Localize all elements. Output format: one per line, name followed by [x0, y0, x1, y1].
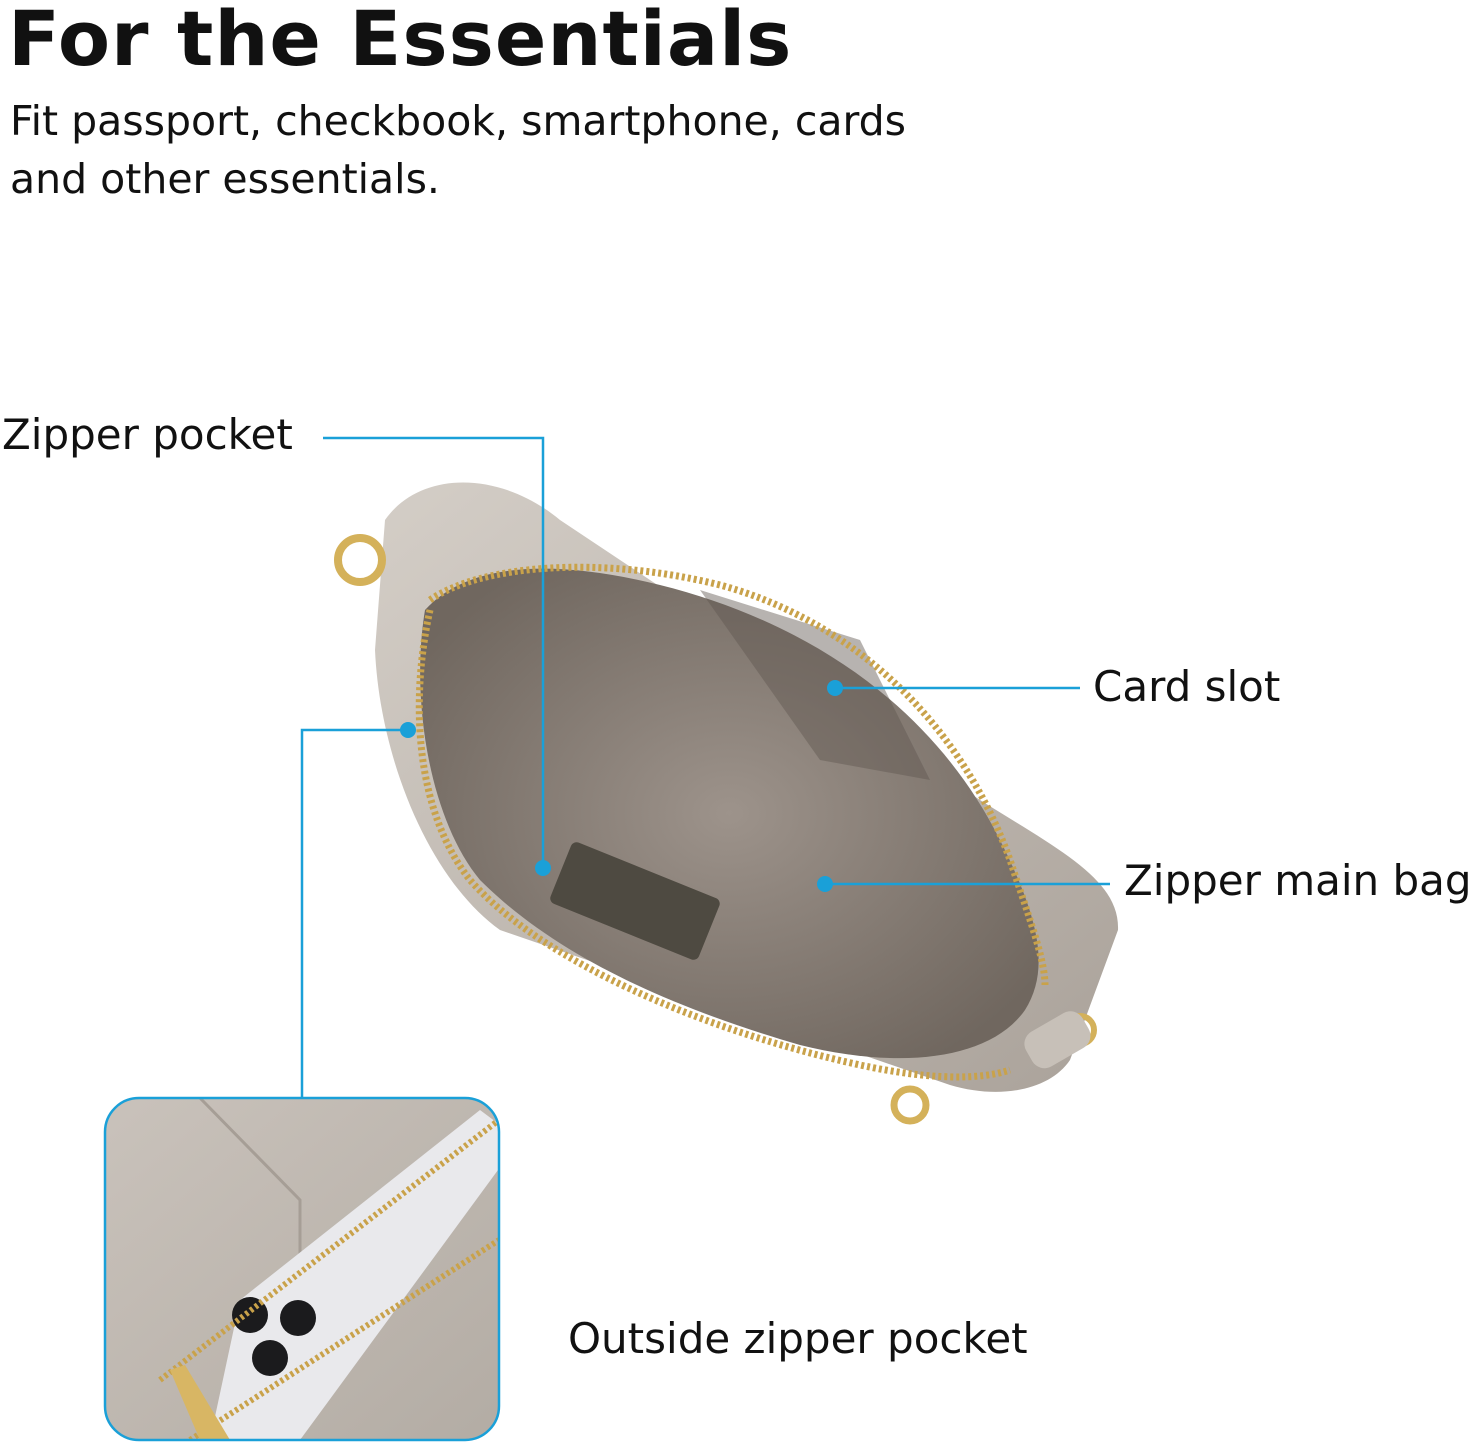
label-card-slot: Card slot: [1093, 662, 1281, 711]
dot-zipper-pocket: [535, 860, 551, 876]
camera-lens-3: [252, 1340, 288, 1376]
label-zipper-pocket: Zipper pocket: [2, 410, 293, 459]
ring-top-left: [334, 534, 386, 586]
inset-photo: [103, 1096, 501, 1442]
camera-lens-1: [232, 1297, 268, 1333]
inset-zipper-1: [158, 1117, 499, 1383]
inset-zipper-2: [188, 1237, 499, 1440]
zipper-main-side: [415, 609, 1012, 1081]
leader-zipper-pocket: [323, 436, 545, 868]
page-subtitle: Fit passport, checkbook, smartphone, car…: [10, 97, 907, 203]
strap-end: [1024, 1011, 1091, 1069]
zipper-pull: [170, 1365, 230, 1440]
clasp-bottom: [890, 1085, 930, 1125]
camera-lens-2: [280, 1300, 316, 1336]
bag-photo: [334, 482, 1119, 1125]
label-outside-zipper-pocket: Outside zipper pocket: [568, 1314, 1028, 1363]
page-title: For the Essentials: [8, 0, 793, 83]
brand-patch: [550, 842, 720, 960]
leader-outside-pocket: [300, 728, 408, 1098]
dot-outside-pocket: [400, 722, 416, 738]
leader-dots: [400, 680, 843, 892]
leader-lines: [300, 436, 1110, 1098]
label-zipper-main-bag: Zipper main bag: [1124, 856, 1472, 905]
dot-main-bag: [817, 876, 833, 892]
bag-lining: [420, 568, 1039, 1059]
card-slot-area: [700, 590, 930, 780]
zipper-main-top: [427, 563, 1049, 986]
dot-card-slot: [827, 680, 843, 696]
